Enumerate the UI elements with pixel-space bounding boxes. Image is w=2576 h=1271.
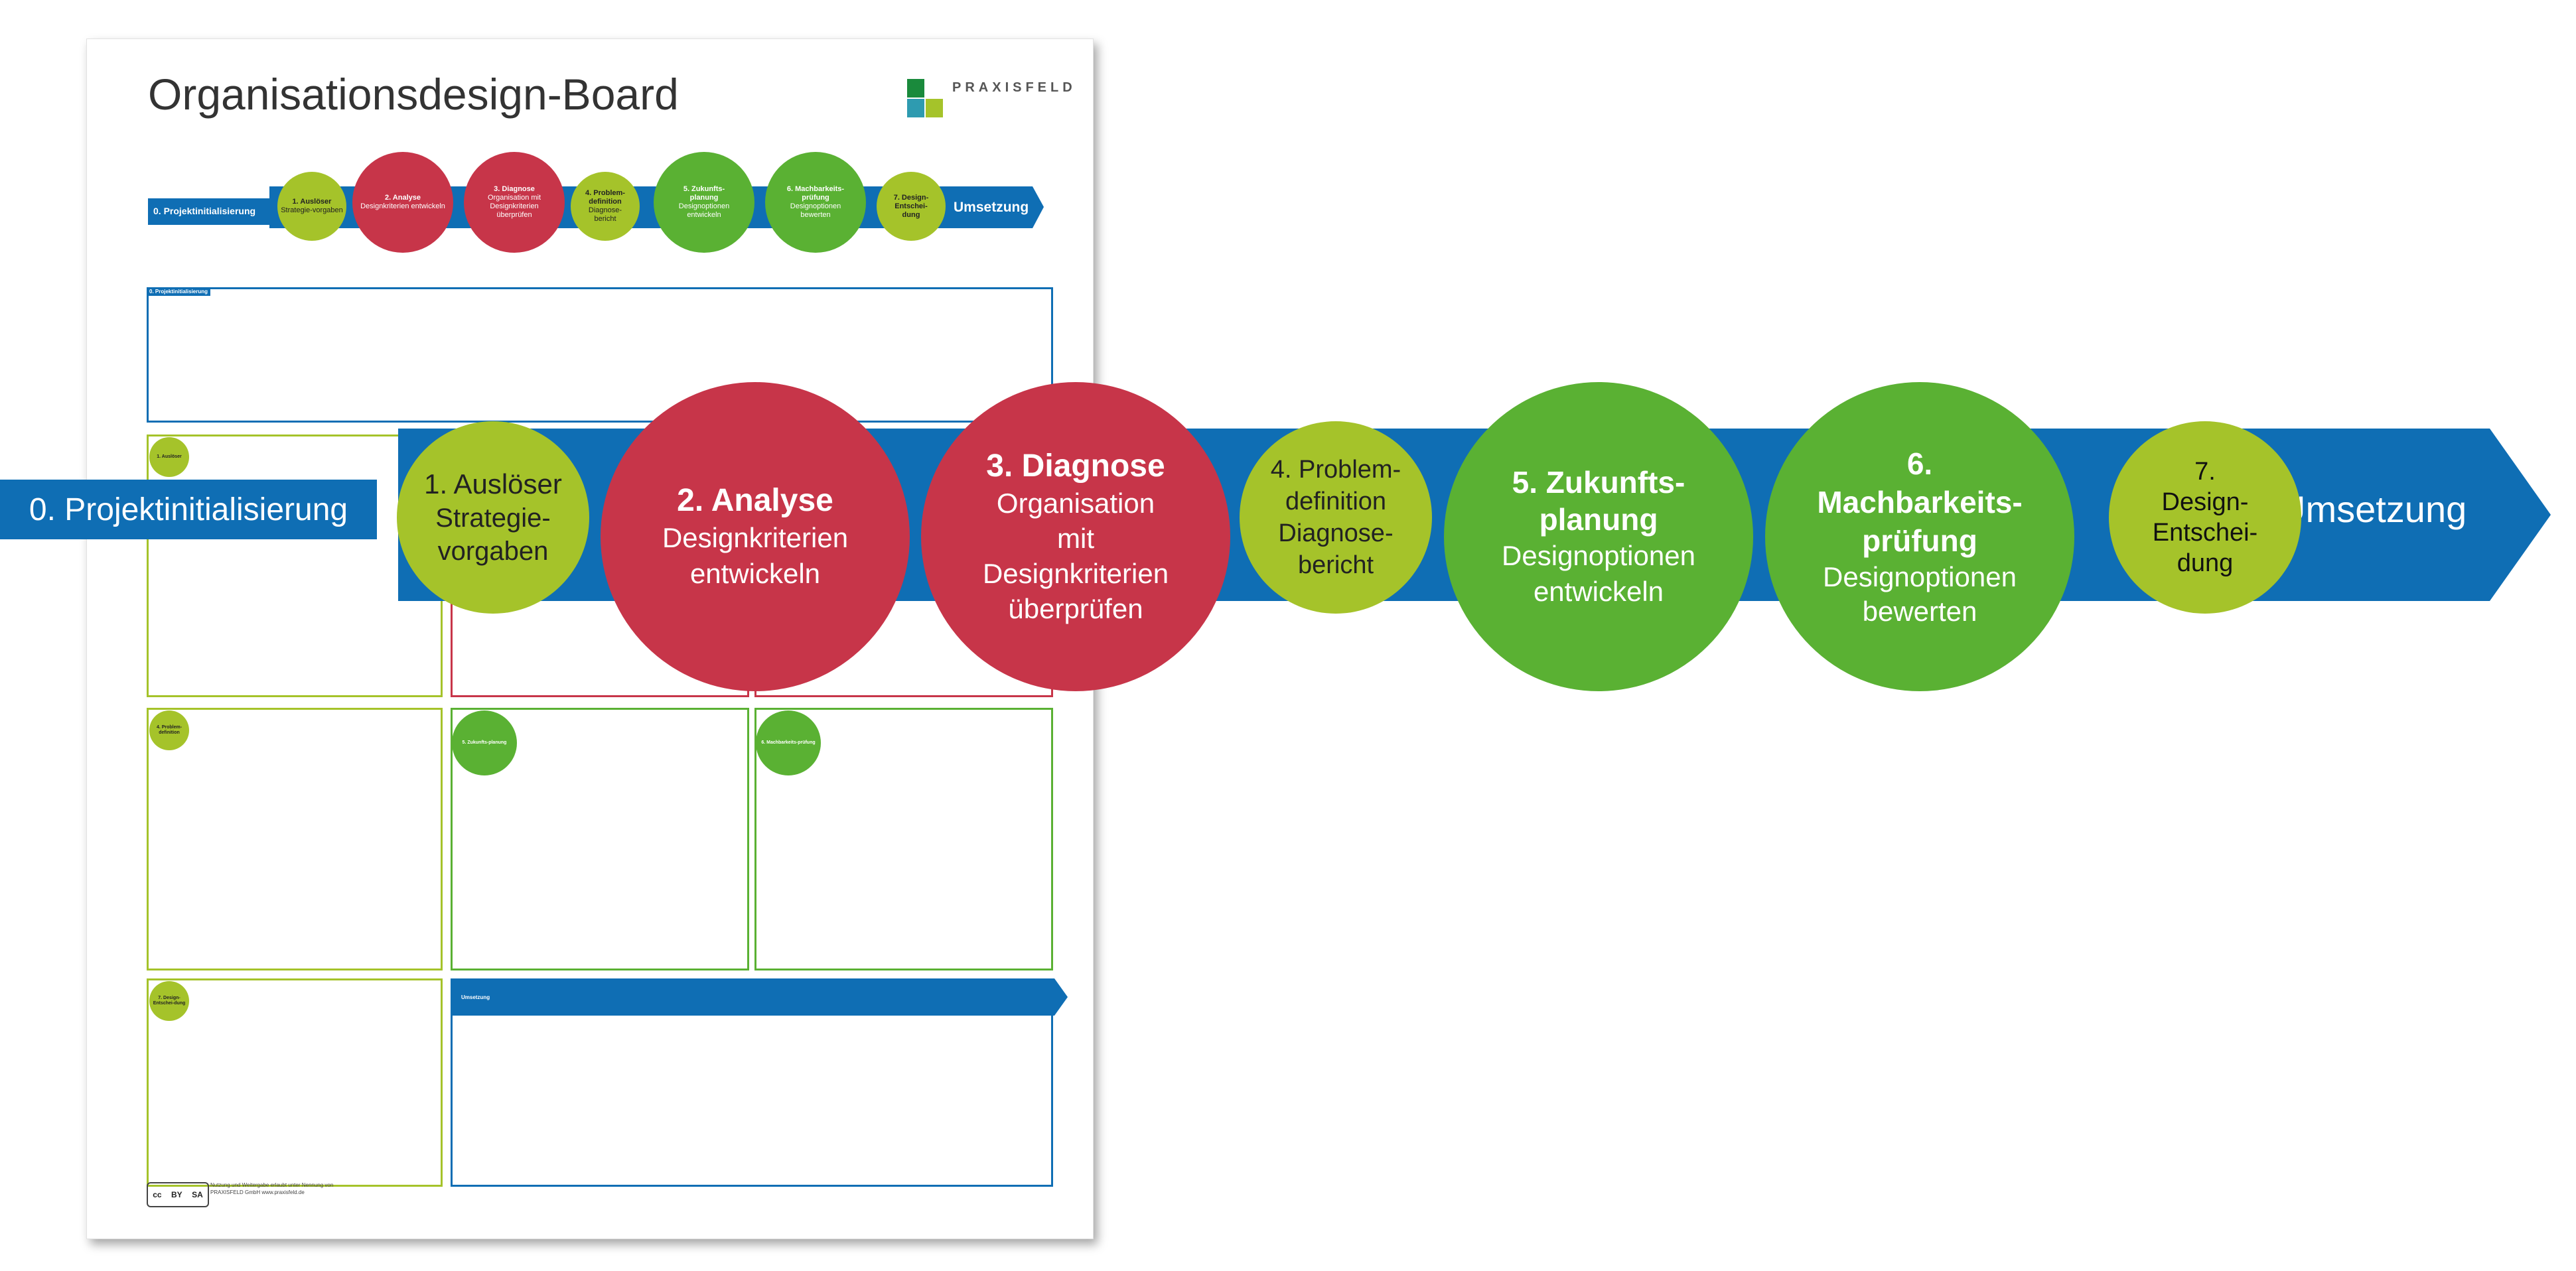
box-projektinitialisierung-tag: 0. Projektinitialisierung bbox=[147, 287, 211, 296]
mini-start-label: 0. Projektinitialisierung bbox=[153, 206, 256, 216]
step-2-sub-1: Designkriterien bbox=[662, 522, 849, 553]
step-5-sub-1: Designoptionen bbox=[1502, 540, 1695, 571]
brand-name: PRAXISFELD bbox=[952, 80, 1076, 95]
step-7-title-2: Design- bbox=[2161, 488, 2249, 516]
step-6-title-2: Machbarkeits- bbox=[1817, 485, 2023, 519]
step-7-title-4: dung bbox=[2177, 549, 2234, 577]
step-2-title: 2. Analyse bbox=[677, 483, 833, 518]
step-4-problemdefinition: 4. Problem- definition Diagnose- bericht bbox=[1240, 421, 1432, 614]
step-4-sub-2: bericht bbox=[1297, 551, 1374, 579]
box-machbarkeitspruefung-dot: 6. Machbarkeits-prüfung bbox=[756, 710, 821, 775]
step-6-title-1: 6. bbox=[1906, 446, 1933, 481]
mini-step-7: 7. Design-Entschei-dung bbox=[877, 172, 946, 241]
license-badge: cc BY SA bbox=[147, 1182, 209, 1207]
box-umsetzung-arrow bbox=[451, 978, 1068, 1016]
step-3-sub-2: mit bbox=[1057, 523, 1094, 554]
step-3-sub-4: überprüfen bbox=[1008, 593, 1143, 624]
step-1-title: 1. Auslöser bbox=[424, 468, 562, 500]
step-5-title-1: 5. Zukunfts- bbox=[1512, 465, 1685, 500]
step-5-zukunftsplanung: 5. Zukunfts- planung Designoptionen entw… bbox=[1444, 382, 1753, 691]
box-problemdefinition bbox=[147, 708, 443, 970]
process-start: 0. Projektinitialisierung bbox=[0, 480, 377, 539]
box-zukunftsplanung-dot: 5. Zukunfts-planung bbox=[452, 710, 517, 775]
box-problemdefinition-dot: 4. Problem-definition bbox=[149, 710, 189, 750]
step-6-sub-1: Designoptionen bbox=[1823, 561, 2017, 592]
step-6-title-3: prüfung bbox=[1862, 523, 1977, 558]
step-6-machbarkeitspruefung: 6. Machbarkeits- prüfung Designoptionen … bbox=[1765, 382, 2074, 691]
box-designentscheidung-dot: 7. Design-Entschei-dung bbox=[149, 981, 189, 1021]
step-7-title-1: 7. bbox=[2194, 458, 2216, 486]
step-4-title-2: definition bbox=[1285, 488, 1387, 515]
license-text: Nutzung und Weitergabe erlaubt unter Nen… bbox=[210, 1182, 334, 1195]
step-1-sub-2: vorgaben bbox=[437, 537, 549, 566]
step-3-sub-3: Designkriterien bbox=[982, 558, 1169, 589]
step-5-title-2: planung bbox=[1539, 502, 1658, 537]
step-5-sub-2: entwickeln bbox=[1533, 576, 1664, 607]
box-designentscheidung bbox=[147, 978, 443, 1187]
poster-title: Organisationsdesign-Board bbox=[148, 70, 679, 119]
box-machbarkeitspruefung bbox=[754, 708, 1053, 970]
step-7-title-3: Entschei- bbox=[2152, 519, 2258, 547]
step-4-sub-1: Diagnose- bbox=[1278, 519, 1394, 547]
box-umsetzung-tag: Umsetzung bbox=[461, 994, 490, 1000]
step-4-title-1: 4. Problem- bbox=[1270, 456, 1401, 484]
step-2-sub-2: entwickeln bbox=[689, 558, 821, 589]
step-2-analyse: 2. Analyse Designkriterien entwickeln bbox=[601, 382, 910, 691]
poster: Organisationsdesign-Board PRAXISFELD 0. … bbox=[86, 38, 1094, 1239]
process-end: Umsetzung bbox=[2279, 488, 2467, 530]
box-zukunftsplanung bbox=[451, 708, 749, 970]
step-1-sub-1: Strategie- bbox=[435, 503, 551, 533]
box-projektinitialisierung bbox=[147, 287, 1053, 423]
step-7-designentscheidung: 7. Design- Entschei- dung bbox=[2109, 421, 2301, 614]
step-3-diagnose: 3. Diagnose Organisation mit Designkrite… bbox=[921, 382, 1230, 691]
step-1-ausloeser: 1. Auslöser Strategie- vorgaben bbox=[397, 421, 589, 614]
step-6-sub-2: bewerten bbox=[1862, 596, 1977, 627]
step-3-sub-1: Organisation bbox=[996, 488, 1155, 519]
box-ausloeser-dot: 1. Auslöser bbox=[149, 437, 189, 477]
mini-end-label: Umsetzung bbox=[954, 200, 1029, 215]
step-3-title: 3. Diagnose bbox=[986, 448, 1165, 484]
